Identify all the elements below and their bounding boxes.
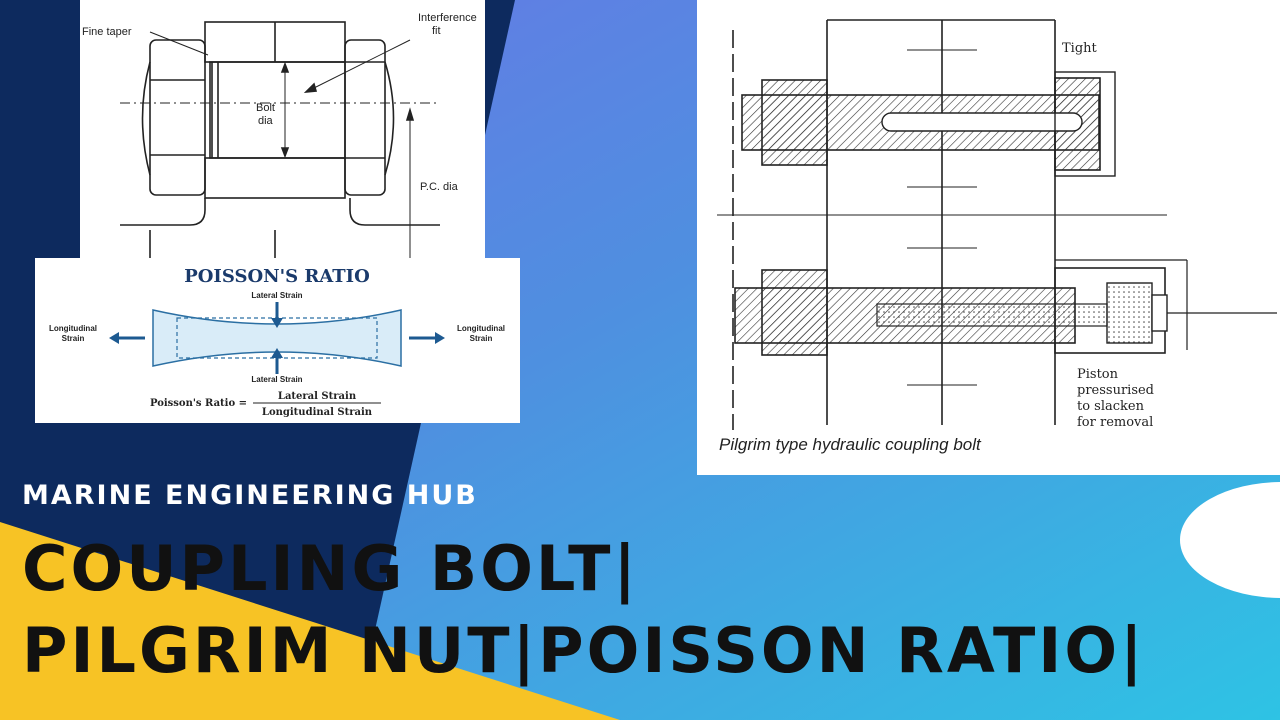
pilgrim-bolt-diagram: Tight Piston pressurised to slacken for … [717,19,1277,454]
fine-taper-label: Fine taper [82,26,132,38]
longitudinal-left-label: Longitudinal [49,324,97,333]
title-line-1: COUPLING BOLT| [22,532,640,605]
to-slacken-label: to slacken [1077,399,1145,414]
pilgrim-caption: Pilgrim type hydraulic coupling bolt [719,435,982,454]
formula-lhs: Poisson's Ratio = [150,398,247,409]
strain-right-label: Strain [470,334,493,343]
lateral-strain-bottom-label: Lateral Strain [251,375,302,384]
bolt-label: Bolt [256,102,275,114]
formula-denominator: Longitudinal Strain [262,407,373,418]
tight-label: Tight [1062,41,1098,56]
title-line-2: PILGRIM NUT|POISSON RATIO| [22,614,1146,687]
white-blob [1180,482,1280,598]
for-removal-label: for removal [1077,415,1153,430]
bolt-diagram: Fine taper Interference fit Bolt dia P.C… [82,12,477,258]
interference-label: Interference [418,12,477,24]
pressurised-label: pressurised [1077,383,1154,398]
poisson-ratio-panel: POISSON'S RATIO Lateral Strain Lateral S… [35,258,520,423]
pc-dia-label: P.C. dia [420,181,459,193]
dia-label: dia [258,115,274,127]
formula-numerator: Lateral Strain [278,391,357,402]
pilgrim-bolt-panel: Tight Piston pressurised to slacken for … [697,0,1280,475]
piston-label: Piston [1077,367,1119,382]
longitudinal-right-label: Longitudinal [457,324,505,333]
fit-label: fit [432,25,441,37]
strain-left-label: Strain [62,334,85,343]
site-name: MARINE ENGINEERING HUB [22,480,478,511]
bolt-diagram-panel: Fine taper Interference fit Bolt dia P.C… [80,0,485,258]
yellow-corner-band [0,522,620,720]
lateral-strain-top-label: Lateral Strain [251,291,302,300]
poisson-title: POISSON'S RATIO [184,266,370,287]
poisson-ratio-diagram: POISSON'S RATIO Lateral Strain Lateral S… [49,266,505,418]
